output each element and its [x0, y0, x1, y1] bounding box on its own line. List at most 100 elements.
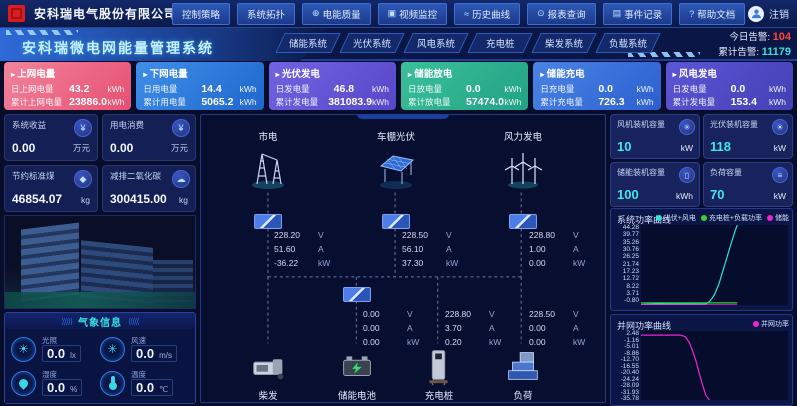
chart-legend: 并网功率	[753, 319, 789, 329]
legend-dot-icon	[700, 215, 707, 221]
series-line	[641, 225, 737, 304]
nav-label: 电能质量	[322, 9, 361, 21]
source-label: 市电	[258, 132, 278, 143]
y-tick-label: 12.72	[622, 275, 639, 283]
nav-power-quality[interactable]: ⊕电能质量	[302, 2, 371, 25]
kpi-label: 累计放电量	[408, 97, 451, 107]
kpi-unit: kWh	[769, 97, 786, 107]
source-carport-pv[interactable]: 车棚光伏	[364, 129, 428, 190]
kpi-value: 43.2	[69, 83, 90, 95]
tab-pv-system[interactable]: 光伏系统	[339, 33, 405, 53]
voltage-value: 228.80	[445, 309, 471, 319]
y-tick-label: -5.01	[624, 343, 639, 350]
legend-label: 并网功率	[761, 321, 789, 328]
power-value: 37.30	[402, 258, 424, 268]
ground	[5, 292, 195, 308]
page-title: 安科瑞微电网能量管理系统	[22, 40, 214, 56]
voltage-unit: V	[318, 230, 324, 240]
current-value: 51.60	[274, 244, 296, 254]
nav-report-query[interactable]: ⊙报表查询	[527, 2, 596, 25]
legend-label: 光伏+风电	[663, 215, 696, 222]
tab-storage-system[interactable]: 储能系统	[275, 33, 341, 53]
device-battery[interactable]: 储能电池	[325, 343, 389, 402]
voltage-unit: V	[573, 309, 579, 319]
device-charger[interactable]: 充电桩	[407, 343, 471, 402]
current-unit: A	[573, 244, 579, 254]
weather-label: 温度	[131, 370, 146, 379]
curve-icon: ≈	[464, 8, 470, 19]
kpi-unit: kWh	[504, 97, 522, 107]
nav-video-monitor[interactable]: ▣视频监控	[377, 2, 448, 25]
thermometer-icon	[100, 370, 125, 396]
sun-icon: ☀	[11, 336, 36, 362]
nav-system-topology[interactable]: 系统拓扑	[237, 2, 296, 25]
current-value: 1.00	[529, 244, 546, 254]
site-3d-view	[4, 215, 196, 309]
tab-diesel-system[interactable]: 柴发系统	[531, 33, 597, 53]
y-tick-label: 8.22	[626, 282, 639, 290]
user-area[interactable]: 注销	[748, 5, 789, 22]
nav-history-curve[interactable]: ≈历史曲线	[454, 2, 521, 25]
voltage-value: 228.50	[402, 230, 428, 240]
current-unit: A	[489, 323, 495, 333]
droplet-icon	[11, 370, 36, 396]
tab-label: 风电系统	[416, 39, 455, 50]
weather-value: 0.0	[47, 346, 66, 361]
power-unit: kW	[573, 337, 586, 347]
nav-control-strategy[interactable]: 控制策略	[172, 2, 231, 25]
source-wind[interactable]: 风力发电	[491, 129, 555, 190]
kpi-unit: kWh	[107, 84, 125, 94]
solar-carport-icon	[379, 155, 415, 189]
document-icon: ▤	[612, 8, 622, 18]
stats-grid: 系统收益 ¥ 0.00 万元 用电消费 ¥ 0.00 万元 节约标准煤 ◆ 46…	[4, 114, 196, 212]
stat-card-consumption: 用电消费 ¥ 0.00 万元	[102, 114, 196, 161]
source-grid[interactable]: 市电	[236, 129, 300, 190]
charging-pile-icon	[429, 350, 448, 386]
kpi-label: 日发电量	[275, 84, 310, 94]
tab-load-system[interactable]: 负载系统	[595, 33, 661, 53]
device-load[interactable]: 负荷	[491, 343, 555, 402]
nav-help-doc[interactable]: ?帮助文档	[679, 2, 746, 25]
battery-icon: ▯	[679, 167, 695, 183]
kpi-title: 风电发电	[673, 66, 786, 80]
chart-title: 系统功率曲线	[617, 215, 672, 225]
capacity-label: 储能装机容量	[617, 168, 665, 177]
stat-label: 系统收益	[12, 120, 47, 130]
kpi-value: 46.8	[333, 83, 355, 95]
capacity-card-wind: 风机装机容量 ✳ 10 kW	[610, 114, 700, 159]
stat-label: 节约标准煤	[12, 171, 55, 181]
legend-item: 充电桩+负载功率	[700, 213, 762, 223]
cost-icon: ¥	[172, 119, 190, 137]
stat-card-coal-saved: 节约标准煤 ◆ 46854.07 kg	[4, 165, 98, 212]
y-tick-label: -31.93	[620, 388, 639, 396]
bus-lines	[267, 192, 522, 344]
hazard-stripes-icon	[6, 30, 78, 35]
device-diesel[interactable]: 柴发	[236, 343, 300, 402]
nav-event-log[interactable]: ▤事件记录	[602, 2, 673, 25]
device-label: 负荷	[513, 391, 533, 402]
kpi-title: 储能放电	[408, 66, 521, 80]
tab-wind-system[interactable]: 风电系统	[403, 33, 469, 53]
kpi-title: 下网电量	[143, 66, 256, 80]
kpi-value: 0.0	[598, 83, 613, 95]
capacity-grid: 风机装机容量 ✳ 10 kW 光伏装机容量 ☀ 118 kW 储能装机容量 ▯ …	[610, 114, 793, 207]
stat-value: 0.00	[12, 141, 36, 155]
alarm-today-value: 104	[772, 31, 791, 43]
stat-card-co2-reduced: 减排二氧化碳 ☁ 300415.00 kg	[102, 165, 196, 212]
alarm-total-value: 11179	[761, 46, 791, 58]
logout-button[interactable]: 注销	[769, 10, 789, 21]
tab-charger[interactable]: 充电桩	[467, 33, 533, 53]
wind-turbine-icon	[504, 153, 543, 189]
power-unit: kW	[407, 337, 420, 347]
generator-icon	[253, 359, 284, 380]
